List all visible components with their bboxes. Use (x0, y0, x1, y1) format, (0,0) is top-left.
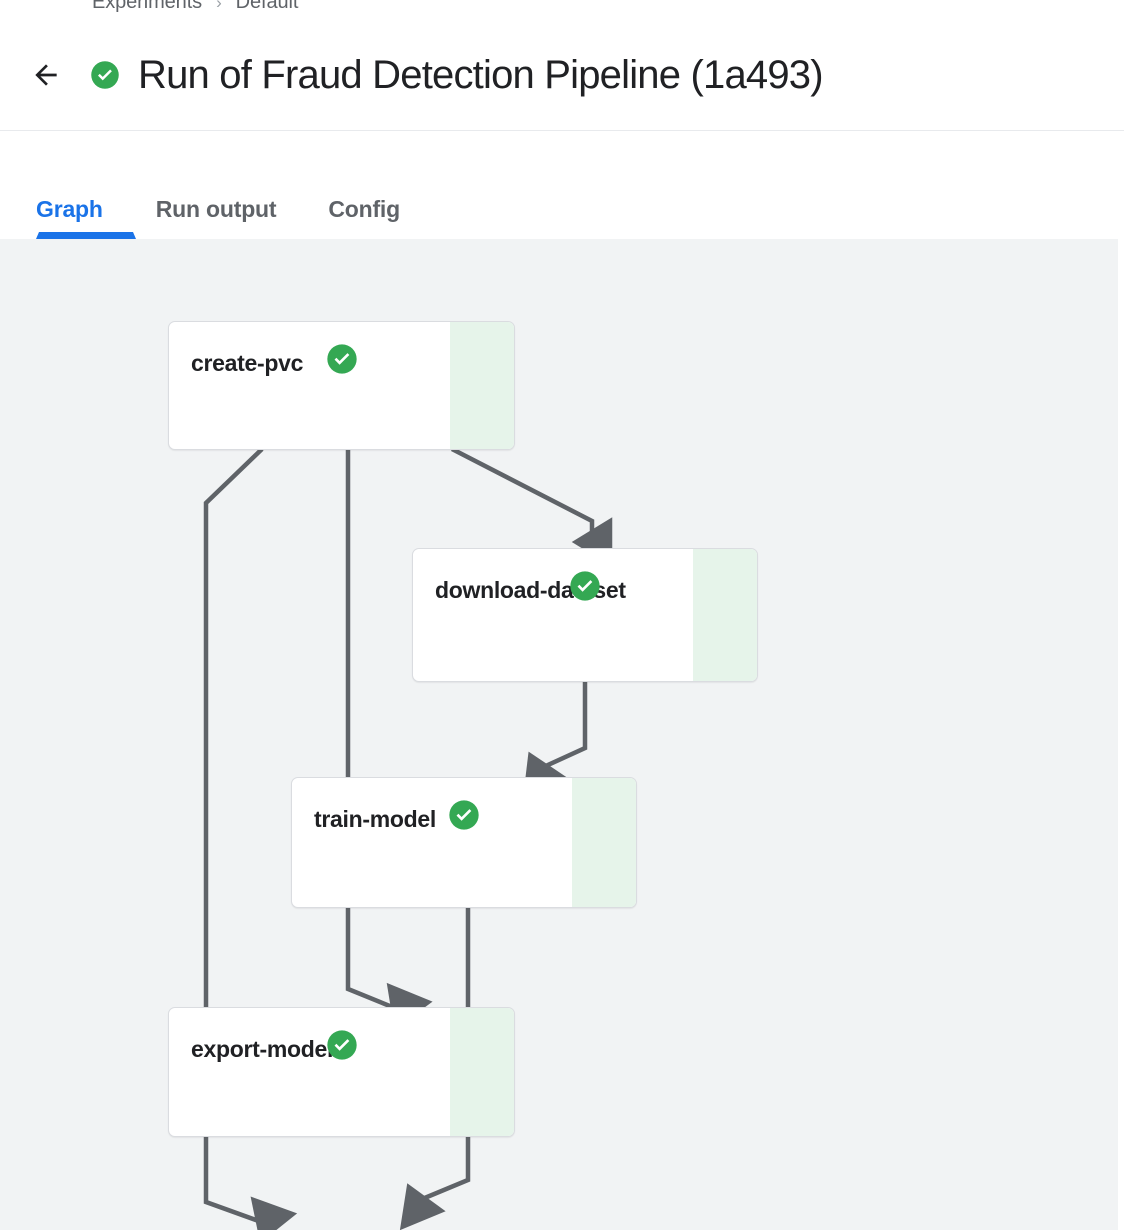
node-status-icon (326, 1029, 358, 1061)
graph-node-export-model[interactable]: export-model (168, 1007, 515, 1137)
tab-graph-label: Graph (36, 196, 103, 222)
graph-node-train-model[interactable]: train-model (291, 777, 637, 908)
tab-active-indicator (36, 232, 136, 239)
title-row: Run of Fraud Detection Pipeline (1a493) (0, 40, 824, 110)
breadcrumb: Experiments › Default (92, 0, 298, 14)
pipeline-graph-canvas[interactable]: create-pvc download-dataset train-model (0, 239, 1118, 1230)
check-circle-icon (326, 1030, 357, 1060)
run-status-icon (90, 60, 120, 90)
node-status-strip (693, 549, 757, 681)
node-status-icon (569, 570, 601, 602)
check-circle-icon (449, 800, 479, 830)
tab-strip: Graph Run output Config (36, 196, 426, 239)
tab-graph[interactable]: Graph (36, 196, 136, 239)
breadcrumb-item-experiments[interactable]: Experiments (92, 0, 203, 13)
check-circle-icon (570, 571, 600, 601)
page-header: Experiments › Default Run of Fraud Detec… (0, 0, 1124, 131)
page-title: Run of Fraud Detection Pipeline (1a493) (138, 53, 824, 97)
edge-create-pvc-to-download-dataset (450, 446, 613, 567)
node-status-strip (572, 778, 636, 907)
check-circle-icon (91, 61, 119, 89)
node-status-strip (450, 1008, 514, 1136)
breadcrumb-separator-icon: › (216, 0, 222, 12)
tab-config-label: Config (328, 196, 400, 222)
graph-node-download-dataset[interactable]: download-dataset (412, 548, 758, 682)
tab-run-output[interactable]: Run output (130, 196, 303, 239)
node-label: create-pvc (191, 350, 304, 376)
back-button[interactable] (24, 53, 68, 97)
tab-bar: Graph Run output Config (0, 131, 1124, 239)
arrow-left-icon (35, 64, 57, 86)
edge-create-pvc-to-train-model (345, 449, 433, 1030)
node-status-icon (326, 343, 358, 375)
node-status-icon (448, 799, 480, 831)
node-label: train-model (314, 806, 436, 832)
check-circle-icon (326, 344, 357, 374)
graph-node-create-pvc[interactable]: create-pvc (168, 321, 515, 450)
tab-run-output-label: Run output (155, 196, 277, 222)
canvas-right-gutter (1118, 239, 1124, 1230)
node-status-strip (450, 322, 514, 449)
edge-download-dataset-to-train-model (522, 682, 588, 799)
breadcrumb-item-default[interactable]: Default (235, 0, 299, 13)
node-label: export-model (191, 1036, 334, 1062)
tab-config[interactable]: Config (302, 196, 426, 239)
